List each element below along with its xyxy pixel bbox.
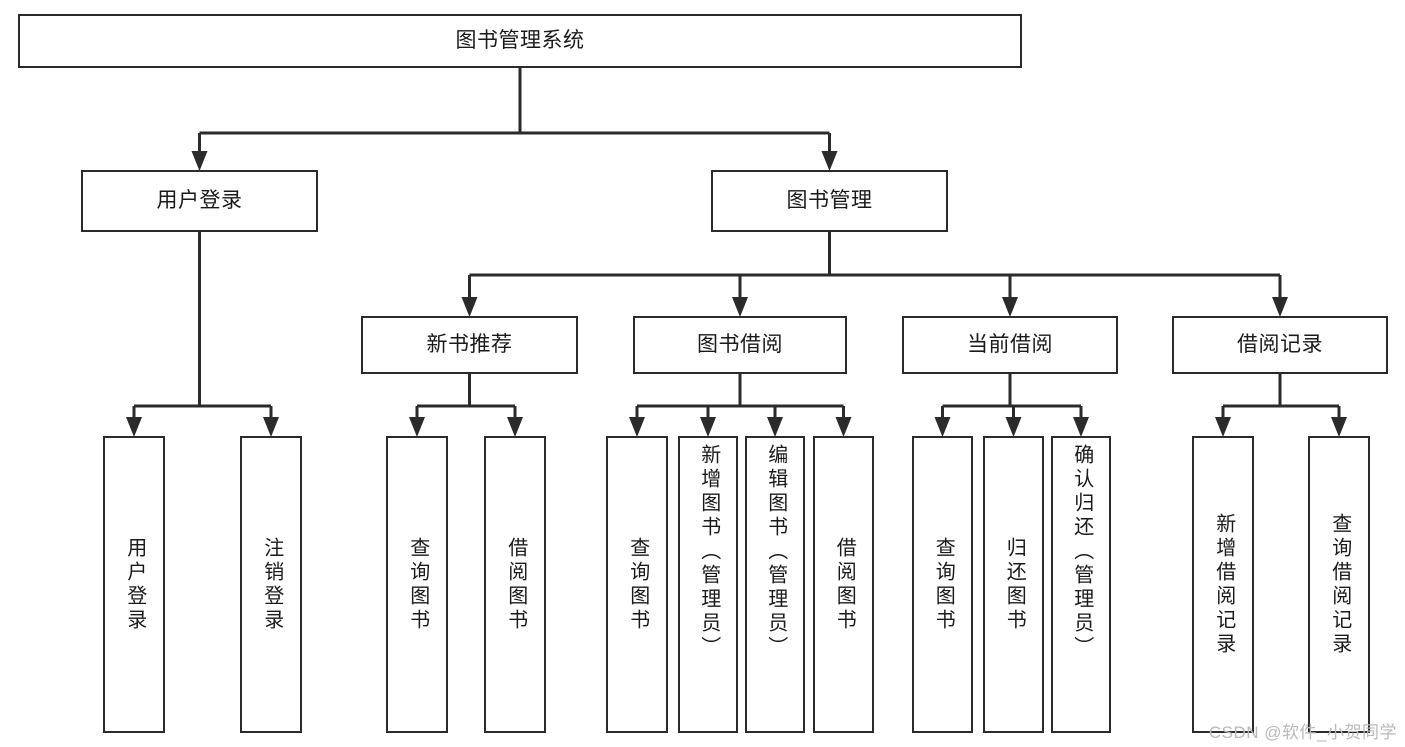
node-label: 查询图书	[932, 536, 955, 633]
node-label: 借阅记录	[1237, 332, 1323, 356]
node-leaf-c-return[interactable]: 归还图书	[983, 436, 1044, 733]
node-label: 查询图书	[406, 536, 429, 633]
node-leaf-b-query[interactable]: 查询图书	[606, 436, 668, 733]
node-leaf-new-borrow[interactable]: 借阅图书	[484, 436, 546, 733]
node-label: 查询图书	[626, 536, 649, 633]
node-leaf-new-query[interactable]: 查询图书	[386, 436, 448, 733]
node-leaf-user-logout[interactable]: 注销登录	[240, 436, 302, 733]
node-label: 新增借阅记录	[1212, 512, 1235, 657]
node-label: 查询借阅记录	[1328, 512, 1351, 657]
node-label: 新增图书（管理员）	[697, 444, 720, 660]
node-borrow[interactable]: 图书借阅	[633, 316, 847, 374]
watermark: CSDN @软件_小贺同学	[1208, 723, 1397, 742]
node-leaf-c-query[interactable]: 查询图书	[912, 436, 973, 733]
node-label: 借阅图书	[504, 536, 527, 633]
node-login[interactable]: 用户登录	[81, 170, 318, 232]
node-leaf-b-borrow[interactable]: 借阅图书	[813, 436, 874, 733]
node-label: 用户登录	[156, 188, 243, 212]
node-records[interactable]: 借阅记录	[1172, 316, 1388, 374]
node-label: 用户登录	[123, 536, 146, 633]
node-leaf-r-query[interactable]: 查询借阅记录	[1308, 436, 1370, 733]
node-label: 图书借阅	[697, 332, 783, 356]
node-leaf-b-edit[interactable]: 编辑图书（管理员）	[745, 436, 805, 733]
node-label: 归还图书	[1003, 536, 1026, 633]
node-leaf-r-add[interactable]: 新增借阅记录	[1192, 436, 1254, 733]
node-label: 当前借阅	[967, 332, 1053, 356]
node-label: 图书管理系统	[455, 28, 585, 52]
node-newbook[interactable]: 新书推荐	[361, 316, 578, 374]
node-label: 确认归还（管理员）	[1070, 444, 1093, 660]
node-label: 图书管理	[786, 188, 873, 212]
node-leaf-b-add[interactable]: 新增图书（管理员）	[678, 436, 738, 733]
node-label: 注销登录	[260, 536, 283, 633]
node-leaf-user-login[interactable]: 用户登录	[103, 436, 165, 733]
node-leaf-c-confirm[interactable]: 确认归还（管理员）	[1051, 436, 1111, 733]
node-current[interactable]: 当前借阅	[902, 316, 1118, 374]
node-root[interactable]: 图书管理系统	[18, 14, 1022, 68]
node-label: 借阅图书	[833, 536, 856, 633]
node-label: 新书推荐	[426, 332, 513, 356]
node-label: 编辑图书（管理员）	[764, 444, 787, 660]
node-bookmgmt[interactable]: 图书管理	[711, 170, 948, 232]
